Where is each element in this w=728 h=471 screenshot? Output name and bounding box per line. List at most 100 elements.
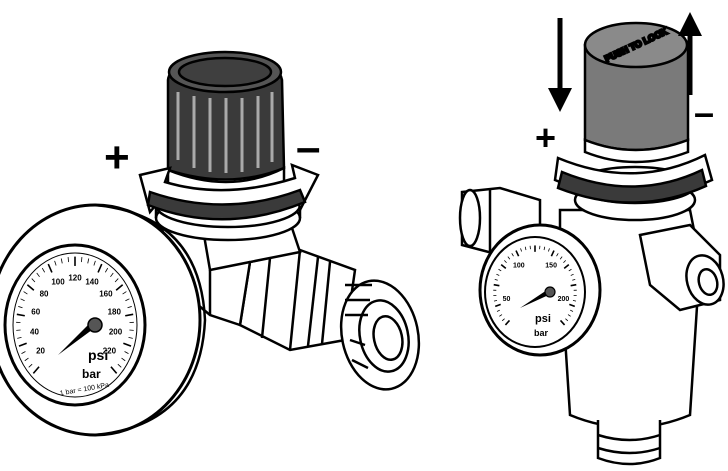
right-minus-label: – [694,92,714,133]
right-regulator: PUSH TO LOCK 50 100 150 200 psi bar + [458,12,725,466]
right-rotation-arrows [553,153,714,204]
right-gauge-tick [570,273,574,276]
right-gauge-tick [504,319,511,326]
left-gauge-ticks [16,256,134,374]
left-gauge-tick [121,357,126,362]
left-minus-label: – [296,123,320,172]
right-pull-arrow-up [678,12,702,95]
right-gauge-tick [515,250,520,257]
right-gauge-tick [563,264,570,270]
right-gauge-tick [494,278,498,281]
left-gauge-tick [122,291,127,295]
left-gauge-tick [31,278,36,283]
right-push-to-lock-knob[interactable]: PUSH TO LOCK [583,21,690,164]
left-gauge-tick [47,263,53,273]
right-gauge-tick [559,256,563,260]
left-gauge-tick [125,298,130,302]
right-gauge-tick [499,314,503,317]
right-gauge-tick [500,264,507,270]
left-gauge-tick [125,313,134,317]
right-gauge-scale-label: 150 [545,263,557,270]
left-gauge-scale-label: 160 [99,290,113,299]
right-gauge-tick [507,256,511,260]
right-gauge-unit-bar: bar [534,328,549,338]
left-gauge-scale-label: 20 [36,346,45,355]
left-gauge-tick [114,278,119,283]
left-gauge-scale-label: 200 [109,328,123,337]
right-gauge-scale: 50 100 150 200 [503,263,570,303]
right-gauge-tick [563,260,566,264]
right-gauge-tick [568,268,572,272]
right-gauge-tick [501,318,505,322]
right-gauge-tick [496,273,500,276]
left-gauge-scale-label: 180 [108,307,122,316]
left-gauge-tick [32,366,40,374]
left-adjustment-knob[interactable] [166,50,286,196]
left-gauge-tick [93,260,96,266]
right-gauge-tick [543,246,546,251]
right-gauge-scale-label: 200 [558,296,570,303]
right-gauge-tick [494,303,501,308]
left-gauge-tick [41,267,46,273]
left-gauge-tick [36,272,40,278]
right-gauge-tick [511,253,514,257]
right-pressure-gauge: 50 100 150 200 psi bar [478,223,602,357]
left-gauge-unit-psi: psi [88,347,108,363]
left-gauge-tick [87,258,90,264]
left-gauge-tick [128,336,133,339]
right-gauge-ticks [493,245,577,326]
right-gauge-tick [570,283,577,287]
left-quick-coupler [238,248,421,391]
right-plus-label: + [535,117,556,158]
left-gauge-tick [21,351,26,354]
right-gauge-tick [520,248,522,252]
right-gauge-tick [572,300,577,302]
left-gauge-scale-label: 40 [30,328,39,337]
right-gauge-unit-psi: psi [535,313,551,325]
right-gauge-tick [493,283,500,287]
right-gauge-face [484,236,586,348]
right-gauge-tick [550,250,555,257]
left-gauge-tick [28,363,33,368]
right-gauge-tick [504,260,507,264]
left-gauge-scale-label: 60 [31,307,40,316]
right-gauge-tick [548,248,550,252]
left-gauge-tick [124,351,129,354]
left-gauge-scale-label: 100 [51,278,65,287]
right-gauge-tick [496,309,501,312]
right-gauge-scale-label: 50 [503,296,511,303]
left-gauge-tick [127,306,132,309]
left-gauge-tick [26,284,35,291]
left-gauge-tick [97,263,103,273]
left-gauge-tick [60,258,63,264]
right-gauge-tick [498,268,502,272]
right-gauge-tick [567,314,571,317]
left-rotation-arrows [138,162,320,221]
left-gauge-tick [16,313,25,317]
left-gauge-scale-label: 120 [68,273,82,282]
left-gauge-tick [20,298,25,302]
left-gauge-face [3,243,147,407]
left-plus-label: + [104,133,130,182]
left-gauge-tick [110,272,114,278]
left-gauge-tick [54,260,57,266]
left-gauge-tick [17,336,22,339]
right-side-fitting [638,223,725,312]
right-gauge-tick [565,318,569,322]
left-gauge-tick [24,357,29,362]
left-gauge-scale-label: 220 [103,346,117,355]
right-gauge-tick [569,303,576,308]
right-push-arrow-down [548,18,572,112]
left-gauge-tick [110,366,118,374]
left-gauge-tick [18,342,27,347]
left-gauge-scale-label: 140 [85,278,99,287]
right-gauge-tick [569,309,574,312]
right-gauge-scale-label: 100 [513,263,525,270]
left-gauge-tick [104,267,109,273]
left-gauge-tick [23,291,28,295]
right-gauge-tick [572,278,576,281]
left-gauge-tick [117,363,122,368]
